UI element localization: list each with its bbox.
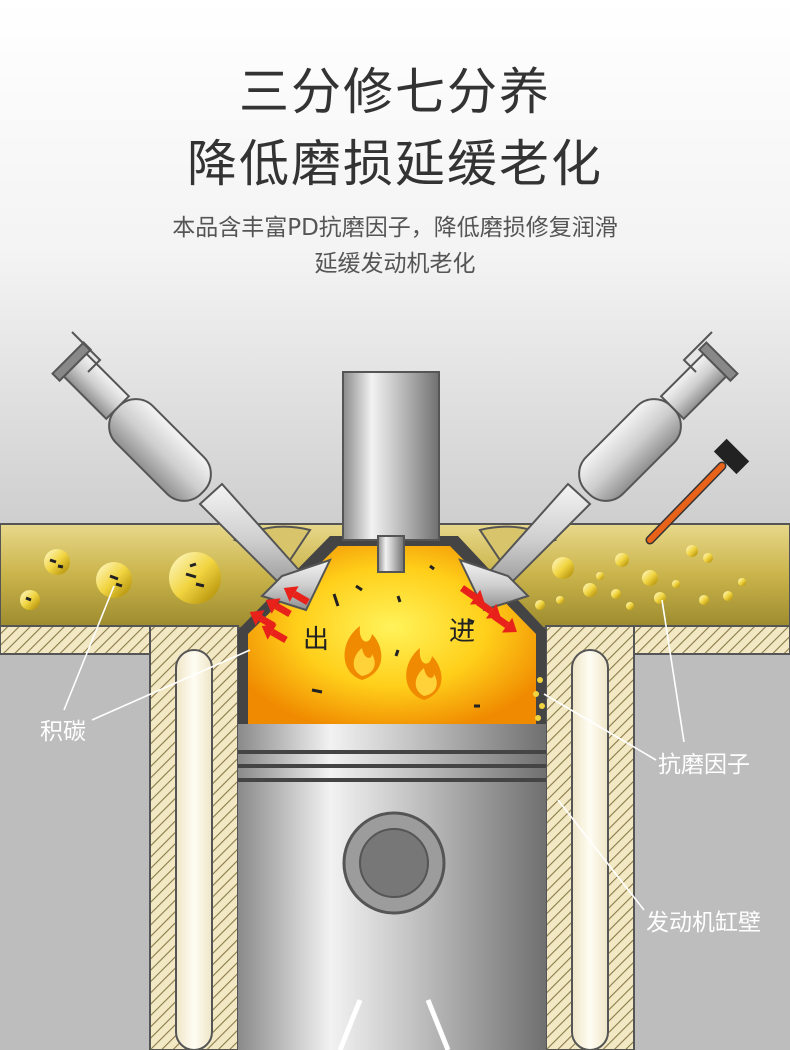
anti-wear-bubble-group [533,545,746,721]
soot-flecks [311,564,480,708]
spark-plug-body [342,371,440,541]
exhaust-label: 出 [303,625,329,655]
headline-line-1: 三分修七分养 [239,63,551,121]
headline-line-2: 降低磨损延缓老化 [187,135,603,193]
anti-wear-bubble [556,596,564,604]
intake-label: 进 [449,617,475,647]
callout-leader-lines [63,585,685,911]
anti-wear-bubble [654,592,666,604]
anti-wear-bubble [703,553,713,563]
coolant-channel-right [571,649,609,1050]
exhaust-valve [51,331,332,612]
anti-wear-bubble [723,591,733,601]
anti-wear-bubble [686,545,698,557]
carbon-bubble [96,562,132,598]
subtitle-line-2: 延缓发动机老化 [314,251,476,277]
flame-icon [344,626,382,680]
anti-wear-bubble [611,589,621,599]
anti-wear-bubble [552,557,574,579]
anti-wear-bubble [615,553,629,567]
coolant-channel-left [175,649,213,1050]
anti-wear-bubble [738,578,746,586]
intake-valve [458,331,739,612]
anti-wear-bubble [626,602,634,610]
anti-wear-bubble [596,572,604,580]
piston [238,724,546,1050]
callout-cylinder-wall: 发动机缸壁 [646,910,761,936]
flame-icon [406,648,442,700]
anti-wear-bubble [533,691,539,697]
anti-wear-bubble [535,600,545,610]
anti-wear-bubble [539,703,545,709]
anti-wear-bubble [642,570,658,586]
anti-wear-bubble [672,580,680,588]
subtitle-line-1: 本品含丰富PD抗磨因子，降低磨损修复润滑 [172,215,618,241]
exhaust-arrow-icons [249,586,310,644]
carbon-bubble [44,549,70,575]
spark-plug-tip [377,535,405,573]
anti-wear-bubble [535,715,541,721]
callout-anti-wear-factor: 抗磨因子 [658,752,750,778]
anti-wear-bubble [699,595,709,605]
carbon-bubble-group [20,549,221,610]
anti-wear-bubble [537,677,543,683]
hammer-icon [645,438,750,545]
callout-carbon: 积碳 [40,719,86,745]
intake-arrow-icons [459,585,517,633]
anti-wear-bubble [583,583,597,597]
